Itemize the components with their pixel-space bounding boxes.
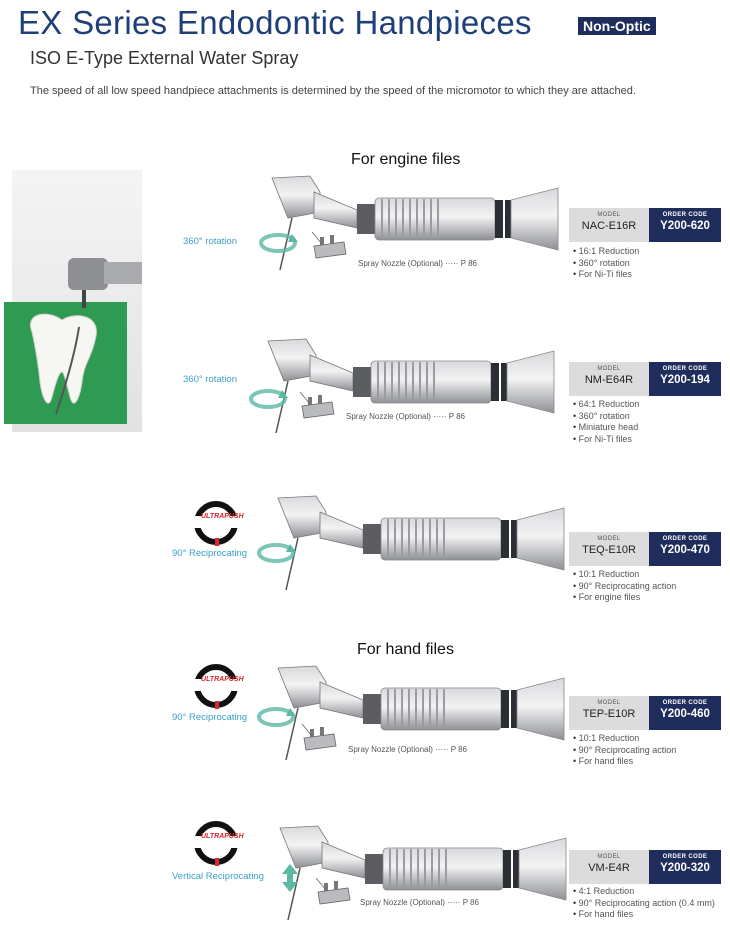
order-code-box: MODEL NAC-E16R ORDER CODE Y200-620 bbox=[569, 208, 721, 242]
order-code-box: MODEL TEP-E10R ORDER CODE Y200-460 bbox=[569, 696, 721, 730]
motion-label: 360° rotation bbox=[183, 236, 237, 247]
feature-item: 90° Reciprocating action bbox=[573, 581, 677, 593]
tooth-illustration bbox=[29, 313, 97, 415]
model-label: MODEL bbox=[597, 700, 621, 706]
spray-nozzle-icon bbox=[314, 878, 354, 908]
order-code-value: Y200-460 bbox=[660, 708, 710, 720]
model-label: MODEL bbox=[597, 854, 621, 860]
spray-nozzle-icon bbox=[300, 724, 340, 754]
spray-nozzle-label: Spray Nozzle (Optional) ····· P 86 bbox=[346, 412, 465, 421]
reciprocating-arrow-icon bbox=[256, 702, 296, 732]
spray-nozzle-icon bbox=[298, 392, 338, 422]
section-engine-files: For engine files bbox=[351, 151, 461, 168]
model-value: TEP-E10R bbox=[582, 708, 636, 720]
order-code-box: MODEL VM-E4R ORDER CODE Y200-320 bbox=[569, 850, 721, 884]
model-value: NAC-E16R bbox=[581, 220, 637, 232]
order-code-value: Y200-194 bbox=[660, 374, 710, 386]
rotation-arrow-icon bbox=[258, 228, 298, 258]
feature-item: For hand files bbox=[573, 909, 715, 921]
order-code-box: MODEL NM-E64R ORDER CODE Y200-194 bbox=[569, 362, 721, 396]
ultrapush-logo bbox=[193, 821, 239, 866]
order-code-box: MODEL TEQ-E10R ORDER CODE Y200-470 bbox=[569, 532, 721, 566]
feature-list: 10:1 Reduction 90° Reciprocating action … bbox=[573, 733, 677, 768]
feature-item: For engine files bbox=[573, 592, 676, 604]
feature-item: 10:1 Reduction bbox=[573, 733, 676, 745]
non-optic-badge: Non-Optic bbox=[578, 17, 656, 35]
order-code-value: Y200-320 bbox=[660, 862, 710, 874]
order-code-label: ORDER CODE bbox=[662, 700, 708, 706]
ultrapush-logo bbox=[193, 664, 239, 709]
order-code-label: ORDER CODE bbox=[662, 536, 708, 542]
feature-list: 16:1 Reduction 360° rotation For Ni-Ti f… bbox=[573, 246, 640, 281]
page-subtitle: ISO E-Type External Water Spray bbox=[30, 48, 299, 68]
motion-label: 360° rotation bbox=[183, 374, 237, 385]
feature-item: 360° rotation bbox=[573, 411, 639, 423]
spray-nozzle-icon bbox=[310, 232, 350, 262]
order-code-label: ORDER CODE bbox=[662, 366, 708, 372]
feature-item: For Ni-Ti files bbox=[573, 434, 639, 446]
feature-item: 90° Reciprocating action bbox=[573, 745, 677, 757]
model-value: NM-E64R bbox=[584, 374, 634, 386]
order-code-value: Y200-470 bbox=[660, 544, 710, 556]
feature-list: 10:1 Reduction 90° Reciprocating action … bbox=[573, 569, 677, 604]
rotation-arrow-icon bbox=[248, 384, 288, 414]
order-code-label: ORDER CODE bbox=[662, 212, 708, 218]
feature-item: For Ni-Ti files bbox=[573, 269, 639, 281]
motion-label: 90° Reciprocating bbox=[172, 548, 248, 559]
feature-list: 4:1 Reduction 90° Reciprocating action (… bbox=[573, 886, 715, 921]
order-code-label: ORDER CODE bbox=[662, 854, 708, 860]
vertical-arrow-icon bbox=[282, 864, 298, 892]
feature-item: 360° rotation bbox=[573, 258, 639, 270]
reciprocating-arrow-icon bbox=[256, 538, 296, 568]
feature-item: 10:1 Reduction bbox=[573, 569, 676, 581]
order-code-value: Y200-620 bbox=[660, 220, 710, 232]
section-hand-files: For hand files bbox=[357, 641, 454, 658]
tooth-green-panel bbox=[4, 302, 127, 424]
ultrapush-text: ULTRAPUSH bbox=[201, 676, 244, 683]
model-value: TEQ-E10R bbox=[582, 544, 636, 556]
model-value: VM-E4R bbox=[588, 862, 630, 874]
ultrapush-text: ULTRAPUSH bbox=[201, 833, 244, 840]
feature-item: 64:1 Reduction bbox=[573, 399, 640, 411]
page-title: EX Series Endodontic Handpieces bbox=[18, 4, 532, 41]
handpiece-nac-e16r bbox=[262, 170, 562, 270]
feature-item: 4:1 Reduction bbox=[573, 886, 715, 898]
feature-item: 16:1 Reduction bbox=[573, 246, 640, 258]
handpiece-teq-e10r bbox=[268, 490, 568, 590]
model-label: MODEL bbox=[597, 366, 621, 372]
speed-note: The speed of all low speed handpiece att… bbox=[30, 85, 636, 97]
feature-item: 90° Reciprocating action (0.4 mm) bbox=[573, 898, 715, 910]
motion-label: 90° Reciprocating bbox=[172, 712, 248, 723]
model-label: MODEL bbox=[597, 536, 621, 542]
motion-label: Vertical Reciprocating bbox=[172, 871, 264, 882]
ultrapush-text: ULTRAPUSH bbox=[201, 513, 244, 520]
model-label: MODEL bbox=[597, 212, 621, 218]
feature-item: Miniature head bbox=[573, 422, 639, 434]
feature-list: 64:1 Reduction 360° rotation Miniature h… bbox=[573, 399, 640, 446]
handpiece-head-photo bbox=[68, 258, 142, 308]
ultrapush-logo bbox=[193, 501, 239, 546]
spray-nozzle-label: Spray Nozzle (Optional) ····· P 86 bbox=[360, 898, 479, 907]
feature-item: For hand files bbox=[573, 756, 676, 768]
spray-nozzle-label: Spray Nozzle (Optional) ····· P 86 bbox=[358, 259, 477, 268]
spray-nozzle-label: Spray Nozzle (Optional) ····· P 86 bbox=[348, 745, 467, 754]
